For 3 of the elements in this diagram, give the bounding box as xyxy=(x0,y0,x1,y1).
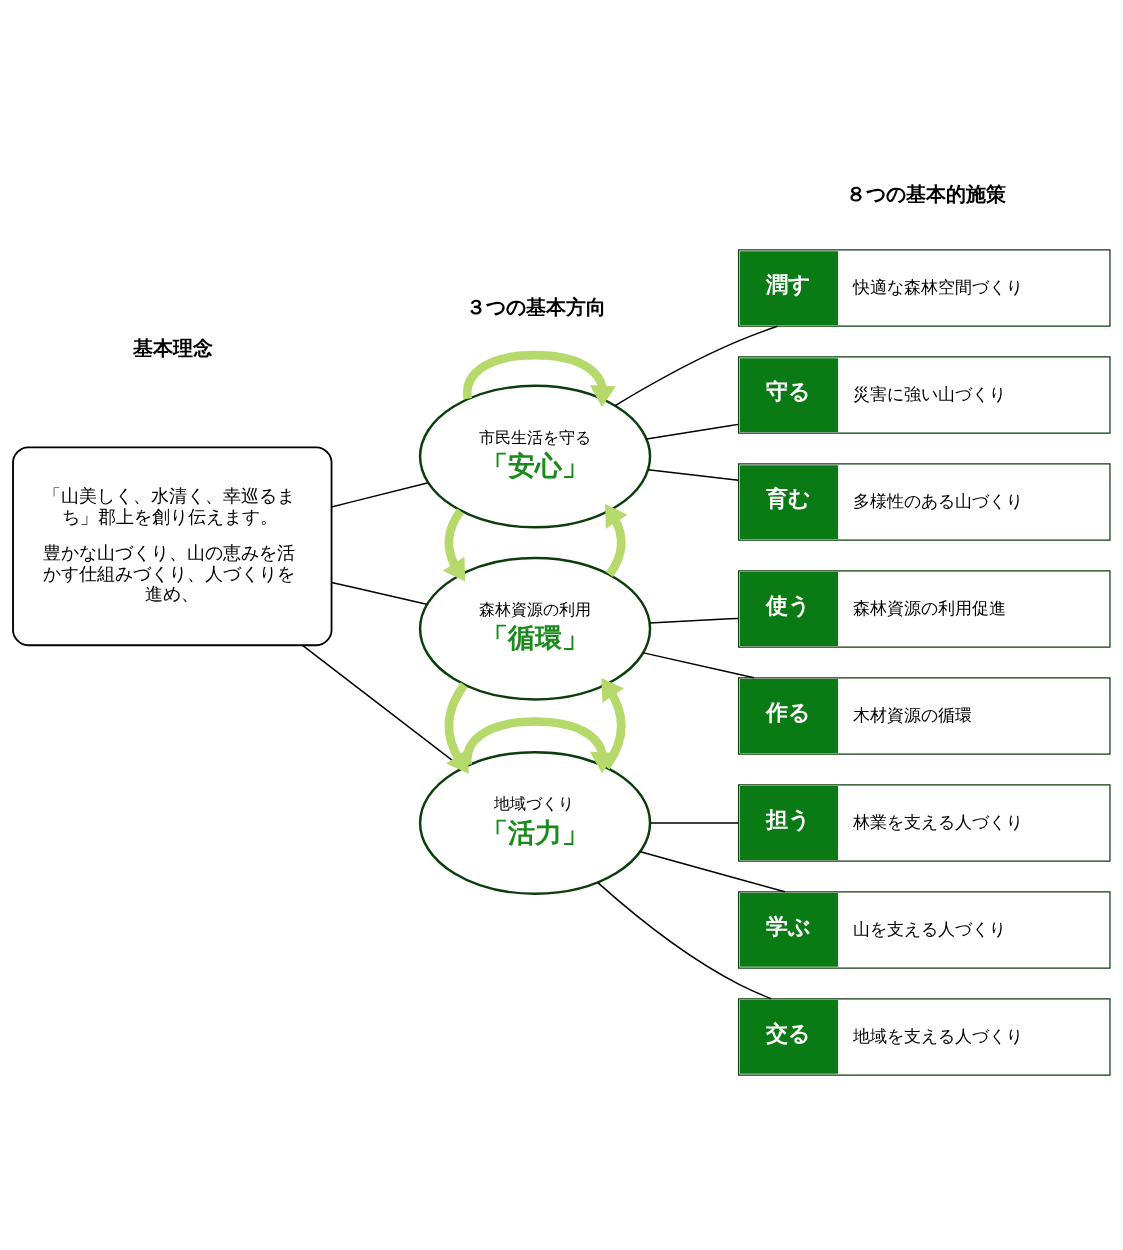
label: ３つの基本方向 xyxy=(466,295,607,319)
label: ８つの基本的施策 xyxy=(845,182,1006,206)
label: 基本理念 xyxy=(132,337,213,361)
